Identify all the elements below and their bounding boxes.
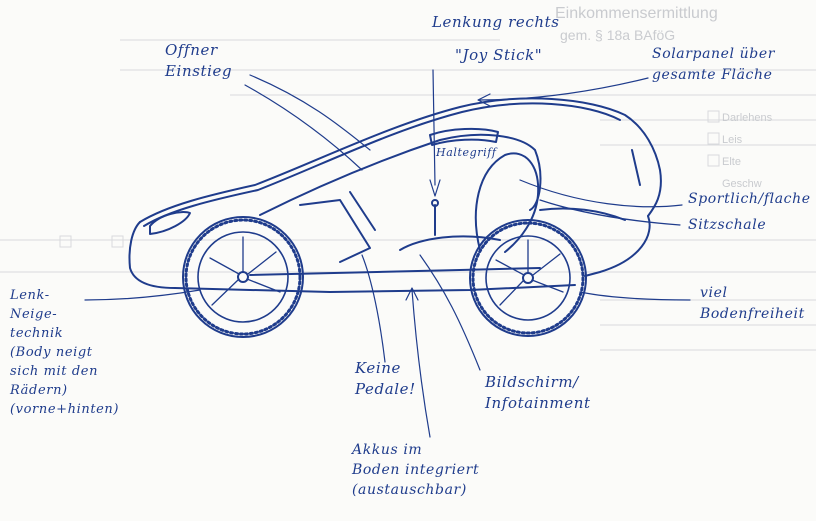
car-body: [128, 97, 662, 293]
label-no-pedals: Keine Pedale!: [355, 359, 416, 398]
label-joystick: "Joy Stick": [455, 46, 543, 64]
rear-wheel: [469, 219, 587, 337]
front-wheel: [182, 216, 304, 338]
label-screen: Bildschirm/ Infotainment: [485, 373, 591, 412]
form-checkbox-label: Elte: [722, 156, 741, 168]
form-checkbox-label: Leis: [722, 134, 743, 146]
form-checkbox-label: Geschw: [722, 178, 762, 190]
form-subtitle: gem. § 18a BAföG: [560, 27, 675, 43]
leader-lines: [84, 69, 691, 438]
label-handle: Haltegriff: [436, 146, 497, 159]
label-steering-right: Lenkung rechts: [432, 13, 560, 31]
form-title: Einkommensermittlung: [555, 5, 718, 22]
label-lean-steering: Lenk- Neige- technik (Body neigt sich mi…: [10, 288, 120, 417]
form-checkbox-label: Darlehens: [722, 112, 773, 124]
label-sporty-seat: Sportlich/flache Sitzschale: [688, 191, 811, 233]
label-battery: Akkus im Boden integriert (austauschbar): [352, 442, 480, 498]
label-ground-clearance: viel Bodenfreiheit: [700, 285, 805, 322]
label-solar-panel: Solarpanel über gesamte Fläche: [652, 46, 776, 83]
label-open-entry: Offner Einstieg: [165, 41, 233, 80]
